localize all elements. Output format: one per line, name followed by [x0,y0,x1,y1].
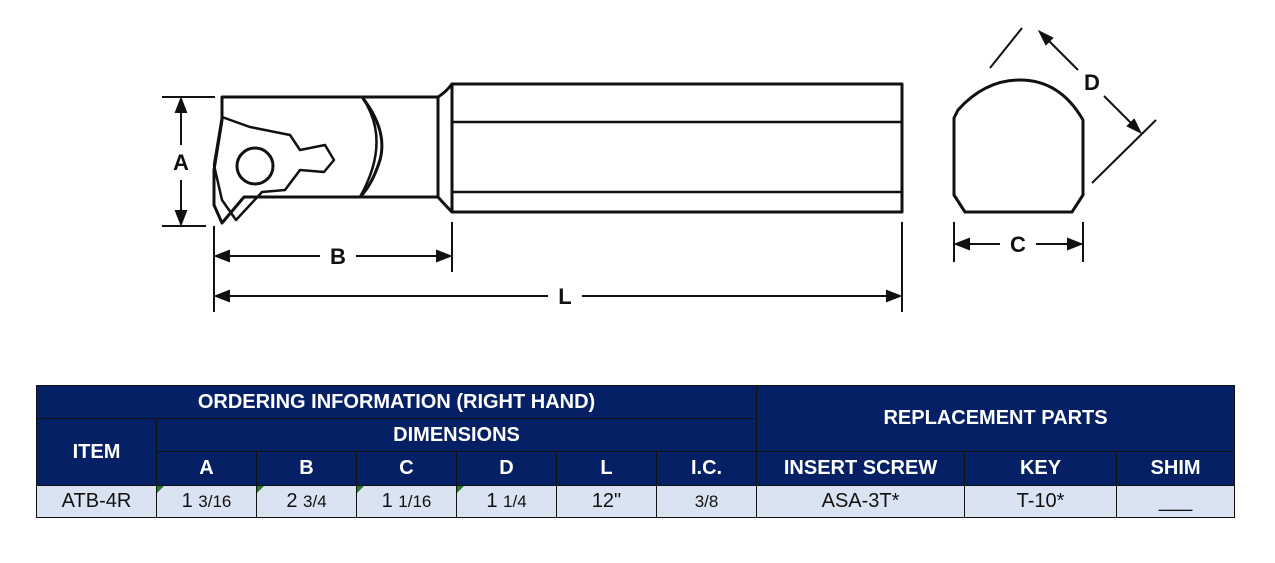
insert-screw-header: INSERT SCREW [756,451,966,486]
dim-ic-cell: 3/8 [655,485,758,518]
dim-b-cell: 2 3/4 [256,485,357,518]
shim-cell: ___ [1116,485,1236,518]
shim-header: SHIM [1116,451,1236,486]
dim-a-cell: 1 3/16 [156,485,257,518]
dim-l-cell: 12" [556,485,657,518]
dim-header-b: B [256,451,357,486]
replacement-parts-title: REPLACEMENT PARTS [756,385,1236,452]
comment-marker [357,486,364,493]
tool-holder-diagram: A B L C D [162,27,1157,312]
dim-c-cell: 1 1/16 [356,485,457,518]
key-cell: T-10* [964,485,1118,518]
dim-d-label: D [1084,70,1100,95]
ordering-table: ORDERING INFORMATION (RIGHT HAND) REPLAC… [35,385,1236,518]
shoulder [436,82,454,214]
dim-l-label: L [558,284,571,309]
comment-marker [457,486,464,493]
comment-marker [157,486,164,493]
dim-header-d: D [456,451,557,486]
insert-outline [212,115,336,222]
dimensions-header: DIMENSIONS [155,418,758,452]
comment-marker [257,486,264,493]
dim-c-label: C [1010,232,1026,257]
dim-header-c: C [356,451,457,486]
dim-a-label: A [173,150,189,175]
dim-header-l: L [556,451,657,486]
item-cell: ATB-4R [36,485,157,518]
tool-head [212,95,384,225]
insert-hole [235,146,275,186]
key-header: KEY [964,451,1118,486]
table-row: ATB-4R 1 3/16 2 3/4 1 1/16 1 1/4 12" 3/8… [36,485,1236,518]
dim-b-label: B [330,244,346,269]
insert-screw-cell: ASA-3T* [756,485,966,518]
ordering-title: ORDERING INFORMATION (RIGHT HAND) [35,385,758,419]
head-curve [358,96,378,198]
item-header: ITEM [36,418,157,486]
neck [360,95,440,199]
shank [450,82,904,214]
end-view [952,78,1085,214]
dim-d-cell: 1 1/4 [456,485,557,518]
dim-header-ic: I.C. [655,451,758,486]
dim-header-a: A [156,451,257,486]
